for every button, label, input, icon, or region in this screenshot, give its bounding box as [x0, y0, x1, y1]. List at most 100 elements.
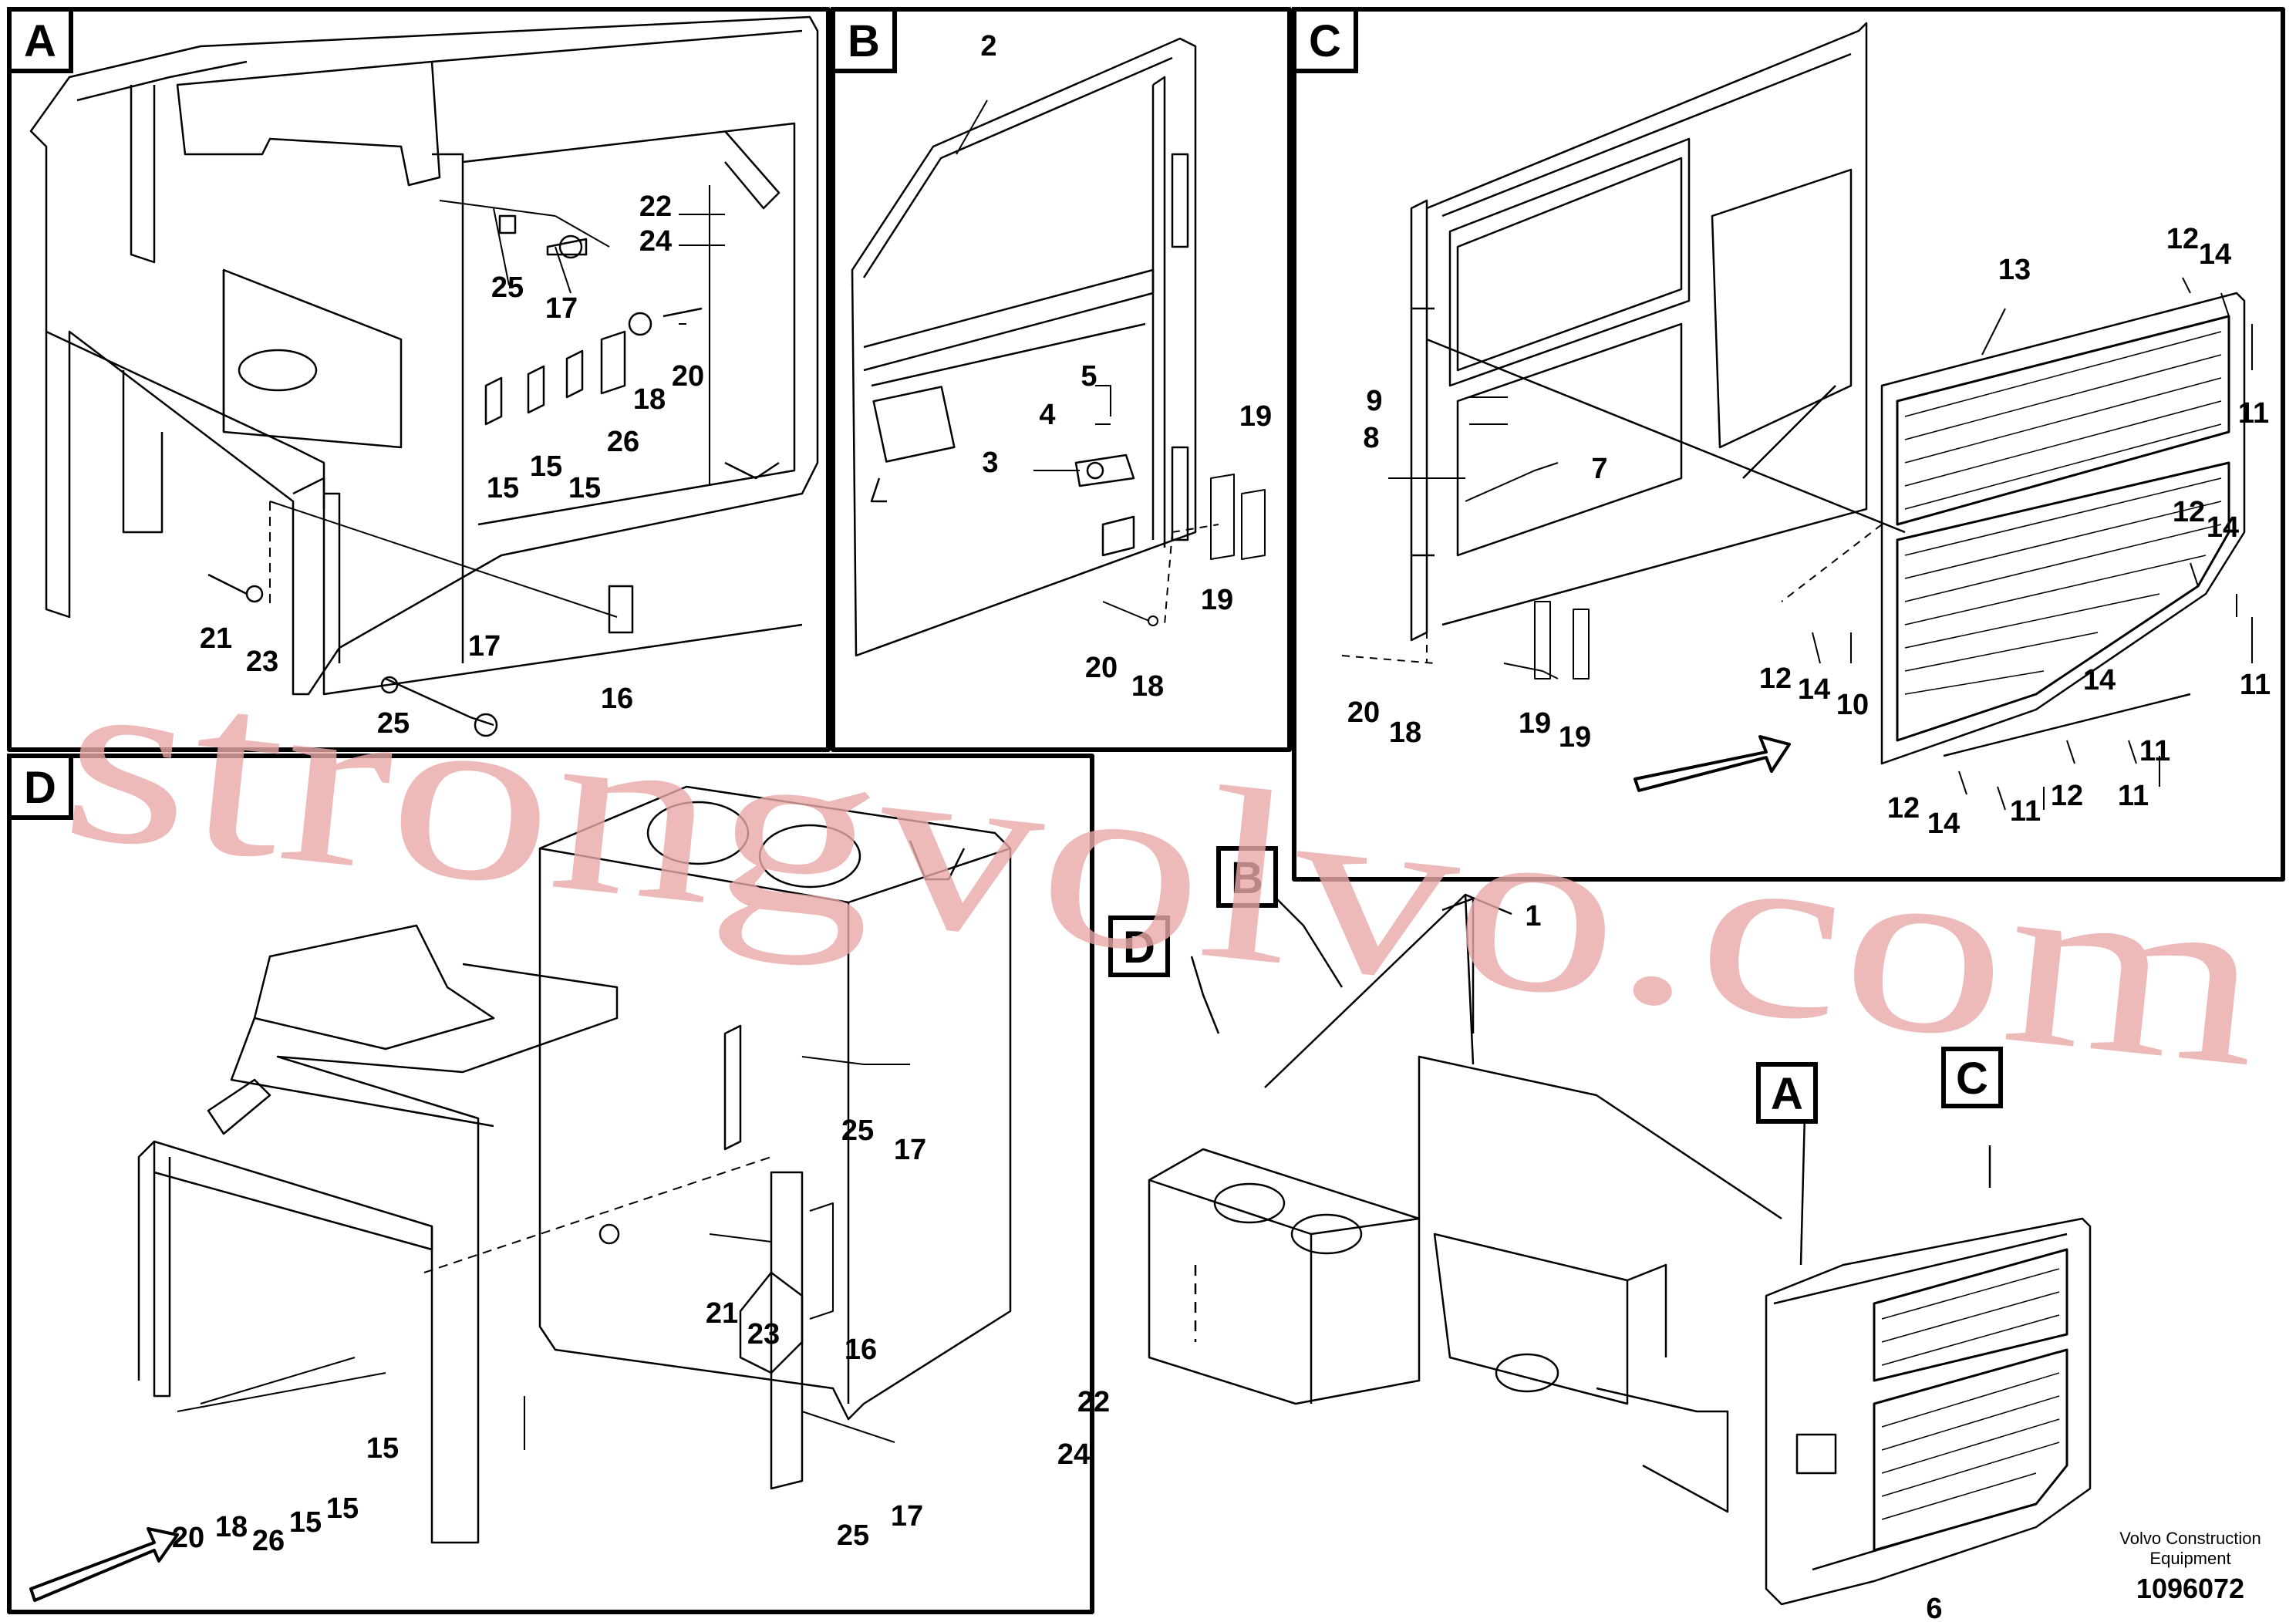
callout-number: 17	[891, 1500, 923, 1533]
panel-d-view-arrow	[29, 1527, 179, 1602]
overview-view-letter: B	[1231, 853, 1263, 903]
callout-number: 14	[1798, 673, 1830, 706]
callout-number: 17	[545, 292, 578, 325]
callout-number: 15	[530, 450, 562, 483]
panel-d-frame	[7, 754, 1094, 1614]
callout-number: 8	[1363, 422, 1379, 454]
brand-line1: Volvo Construction	[2119, 1529, 2261, 1548]
callout-number: 11	[2238, 397, 2269, 430]
callout-number: 20	[672, 360, 704, 393]
callout-number: 15	[568, 472, 601, 504]
callout-number: 20	[172, 1522, 204, 1554]
callout-number: 11	[2240, 669, 2271, 701]
svg-text:D: D	[24, 763, 56, 813]
callout-number: 6	[1926, 1593, 1942, 1622]
callout-number: 11	[2118, 780, 2149, 812]
panel-a-badge: A	[7, 7, 73, 73]
callout-number: 17	[468, 630, 501, 663]
callout-number: 18	[1389, 717, 1421, 749]
panel-a-hardware	[207, 214, 703, 737]
callout-number: 11	[2010, 795, 2041, 828]
callout-number: 19	[1239, 400, 1272, 433]
callout-number: 15	[366, 1432, 399, 1465]
panel-a-frame	[7, 7, 831, 752]
callout-number: 26	[607, 426, 639, 458]
callout-number: 13	[1998, 254, 2031, 286]
callout-number: 12	[1887, 792, 1920, 824]
callout-number: 7	[1591, 453, 1607, 485]
callout-number: 25	[491, 271, 524, 304]
panel-b-frame	[831, 7, 1292, 752]
callout-number: 11	[2139, 735, 2170, 767]
overview-view-letter: C	[1956, 1054, 1988, 1104]
panel-a-structure	[29, 15, 819, 696]
panel-c-leaders	[1341, 277, 2253, 811]
callout-number: 18	[1131, 670, 1164, 703]
panel-b-badge: B	[831, 7, 897, 73]
callout-number: 23	[246, 646, 278, 678]
callout-number: 3	[982, 447, 998, 479]
callout-number: 25	[837, 1519, 869, 1552]
callout-number: 15	[326, 1492, 359, 1525]
overview-machine	[1148, 893, 2092, 1606]
overview-view-letter: D	[1123, 922, 1155, 973]
callout-number: 4	[1039, 399, 1055, 431]
callout-number: 20	[1085, 652, 1118, 684]
callout-number: 21	[200, 622, 232, 655]
overview-view-letter: A	[1771, 1069, 1803, 1119]
callout-number: 18	[633, 383, 666, 416]
callout-number: 12	[2173, 496, 2205, 528]
callout-number: 16	[845, 1334, 877, 1366]
panel-d-frame-structure	[137, 924, 804, 1544]
panel-c-back-panel	[1410, 22, 1906, 642]
brand-line2: Equipment	[2149, 1549, 2230, 1568]
callout-number: 12	[2166, 223, 2199, 255]
panel-c-badge: C	[1292, 7, 1358, 73]
panel-c-view-arrow	[1633, 735, 1791, 792]
panel-c-frame	[1292, 7, 2285, 882]
callout-number: 14	[1927, 808, 1960, 840]
panel-d-tank	[538, 785, 1012, 1421]
panel-b-leaders	[956, 99, 1266, 626]
callout-number: 17	[894, 1134, 926, 1166]
callout-number: 12	[1759, 663, 1792, 695]
callout-number: 15	[289, 1506, 322, 1539]
callout-number: 25	[377, 707, 410, 740]
callout-number: 12	[2051, 780, 2083, 812]
callout-number: 14	[2207, 511, 2239, 544]
callout-number: 19	[1519, 707, 1551, 740]
panel-d-badge: D	[7, 754, 73, 820]
callout-number: 26	[252, 1525, 285, 1557]
callout-number: 10	[1836, 689, 1869, 721]
callout-number: 22	[639, 191, 672, 223]
callout-number: 25	[841, 1114, 874, 1147]
callout-number: 23	[747, 1318, 780, 1351]
callout-number: 24	[639, 225, 672, 258]
callout-number: 18	[215, 1511, 248, 1543]
svg-text:A: A	[24, 16, 56, 66]
svg-text:C: C	[1309, 16, 1341, 66]
callout-number: 22	[1077, 1386, 1110, 1418]
callout-number: 20	[1347, 696, 1380, 729]
callout-number: 1	[1525, 900, 1541, 932]
callout-number: 2	[980, 30, 996, 62]
callout-number: 19	[1559, 721, 1591, 754]
overview-callouts: 16	[1525, 900, 1942, 1622]
panel-a-leaders	[269, 185, 725, 618]
overview-view-labels: B D A C	[1108, 846, 2003, 1124]
callout-number: 14	[2199, 238, 2231, 271]
callout-number: 19	[1201, 584, 1233, 616]
overview-view-badge	[1216, 846, 1278, 908]
overview-leaders	[1190, 893, 1991, 1571]
panel-d-leaders	[177, 1056, 910, 1450]
panel-b-door	[851, 37, 1197, 657]
document-number: 1096072	[2136, 1573, 2244, 1604]
callout-number: 9	[1366, 385, 1382, 417]
panel-c-grille	[1880, 292, 2246, 765]
callout-number: 15	[487, 472, 519, 504]
callout-number: 14	[2083, 664, 2116, 696]
